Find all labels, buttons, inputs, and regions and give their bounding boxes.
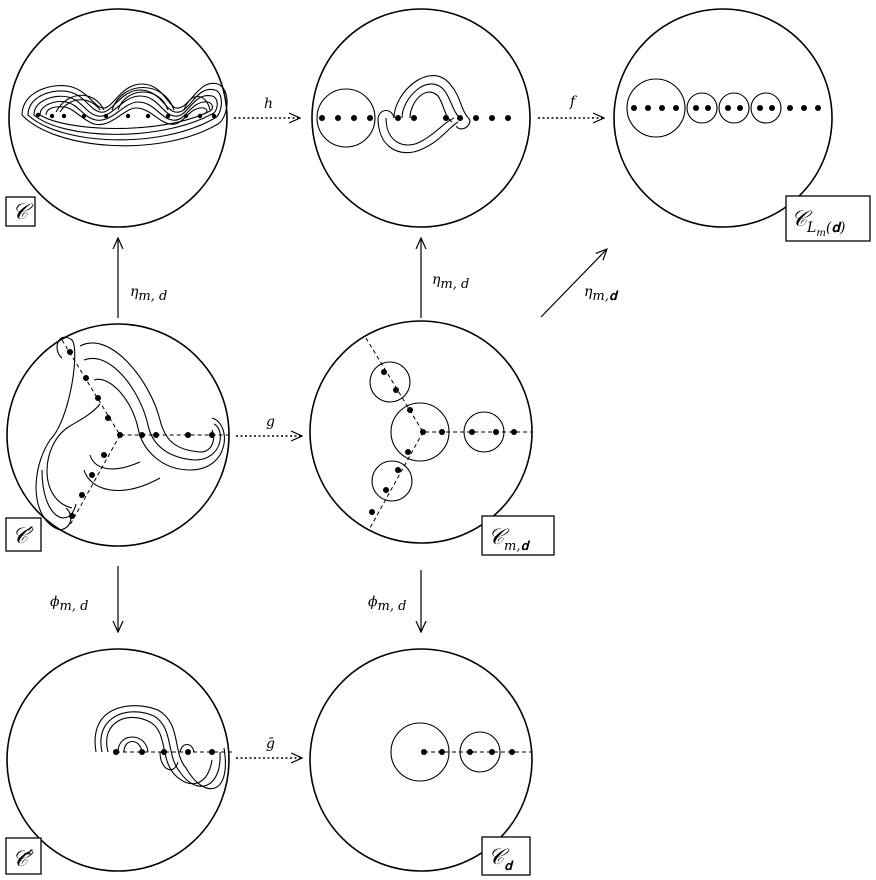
arrow-g-bar: ḡ xyxy=(236,736,302,758)
disk-C-d xyxy=(309,648,533,872)
arrow-eta-mid-label: ηm, d xyxy=(432,272,469,292)
label-box-C-L: 𝒞Lm(𝐝) xyxy=(785,195,871,242)
disk-top-right xyxy=(613,8,833,228)
disk-top-middle xyxy=(311,8,531,228)
label-C-prime: 𝒞′ xyxy=(12,524,34,549)
label-box-C-d: 𝒞𝐝 xyxy=(481,836,531,876)
disk-C-prime xyxy=(6,323,232,547)
disk-C-md xyxy=(309,320,533,544)
points-C-prime xyxy=(67,349,215,519)
arrow-eta-left-label: ηm, d xyxy=(130,284,167,304)
label-box-C-prime: 𝒞′ xyxy=(5,517,42,552)
arrow-f-label: f xyxy=(569,94,578,110)
arrow-eta-diag-label: ηm,𝐝 xyxy=(584,284,619,304)
arrow-h-label: h xyxy=(264,96,273,112)
label-box-C-bar-prime: 𝒞̄′ xyxy=(5,837,42,875)
arrow-g: g xyxy=(236,414,302,436)
arrow-phi-left: ϕm, d xyxy=(50,566,118,632)
arrow-g-label: g xyxy=(266,414,275,430)
arrow-eta-left: ηm, d xyxy=(118,238,167,318)
points-top-right xyxy=(631,105,821,111)
label-box-C: 𝒞 xyxy=(5,196,36,227)
arrow-phi-mid: ϕm, d xyxy=(368,570,421,632)
points-C-bar-prime xyxy=(113,749,215,755)
braid-strands-C xyxy=(21,82,228,147)
arrow-g-bar-label: ḡ xyxy=(266,736,275,752)
arrow-f: f xyxy=(538,94,604,118)
points-C xyxy=(35,112,217,119)
arrow-h: h xyxy=(234,96,300,118)
arrow-eta-mid: ηm, d xyxy=(421,238,469,318)
disk-C-bar-prime xyxy=(6,648,232,872)
points-top-middle xyxy=(319,115,511,121)
disk-C xyxy=(8,8,228,228)
arrow-phi-mid-label: ϕm, d xyxy=(368,594,406,614)
label-C-bar-prime: 𝒞̄′ xyxy=(12,847,34,872)
arrow-phi-left-label: ϕm, d xyxy=(50,594,88,614)
label-box-C-md: 𝒞m,𝐝 xyxy=(481,515,555,556)
arrow-eta-diag: ηm,𝐝 xyxy=(540,249,619,318)
points-C-md xyxy=(369,369,517,515)
points-C-d xyxy=(421,749,515,755)
